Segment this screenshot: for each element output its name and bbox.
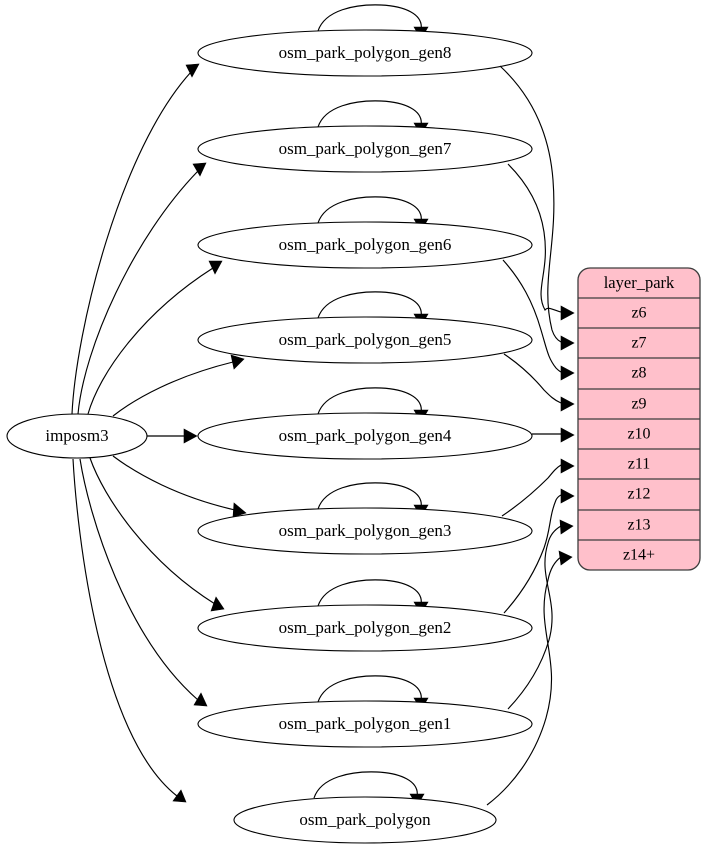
table-ellipse[interactable] — [197, 700, 533, 748]
row-label-z12[interactable]: z12 — [627, 486, 650, 503]
node-imposm3[interactable]: imposm3 — [6, 413, 148, 459]
edges-source-to-tables — [71, 63, 247, 803]
edge-imposm3-to-gen2 — [89, 457, 225, 612]
table-label: osm_park_polygon_gen5 — [279, 330, 452, 349]
node-osm-park-polygon-gen2[interactable]: osm_park_polygon_gen2 — [197, 579, 533, 652]
table-label: osm_park_polygon_gen6 — [279, 235, 452, 254]
table-label: osm_park_polygon_gen1 — [279, 714, 452, 733]
edge-imposm3-to-gen8 — [71, 63, 200, 415]
table-ellipse[interactable] — [197, 412, 533, 460]
node-osm-park-polygon-gen8[interactable]: osm_park_polygon_gen8 — [197, 4, 533, 77]
layer-park-header-label: layer_park — [604, 273, 675, 292]
edge-imposm3-to-gen1 — [79, 458, 208, 707]
edge-gen6-to-z8 — [502, 259, 575, 381]
row-label-z8[interactable]: z8 — [631, 365, 646, 382]
table-label: osm_park_polygon_gen2 — [279, 618, 452, 637]
edge-imposm3-to-osm-park-polygon — [72, 458, 187, 803]
edge-imposm3-to-gen3 — [112, 455, 247, 518]
row-label-z6[interactable]: z6 — [631, 305, 646, 322]
table-ellipse[interactable] — [197, 507, 533, 555]
table-label: osm_park_polygon — [299, 810, 431, 829]
row-label-z14plus[interactable]: z14+ — [623, 547, 655, 564]
table-ellipse[interactable] — [197, 604, 533, 652]
edge-gen1-to-z13 — [507, 519, 574, 710]
table-ellipse[interactable] — [233, 796, 497, 844]
node-osm-park-polygon-gen7[interactable]: osm_park_polygon_gen7 — [197, 100, 533, 173]
table-label: osm_park_polygon_gen3 — [279, 521, 452, 540]
edge-gen5-to-z9 — [503, 353, 575, 412]
edge-gen7-to-z6 — [507, 163, 575, 321]
table-label: osm_park_polygon_gen7 — [279, 139, 452, 158]
edge-imposm3-to-gen4 — [147, 428, 198, 444]
node-osm-park-polygon-gen5[interactable]: osm_park_polygon_gen5 — [197, 291, 533, 364]
node-osm-park-polygon[interactable]: osm_park_polygon — [233, 771, 497, 844]
edge-osm-park-polygon-to-z14plus — [486, 550, 573, 806]
table-label: osm_park_polygon_gen4 — [279, 426, 452, 445]
node-osm-park-polygon-gen3[interactable]: osm_park_polygon_gen3 — [197, 482, 533, 555]
node-layer-park[interactable]: layer_park z6 z7 z8 z9 z10 z11 z12 z13 z… — [577, 267, 701, 571]
node-osm-park-polygon-gen1[interactable]: osm_park_polygon_gen1 — [197, 675, 533, 748]
table-ellipse[interactable] — [197, 125, 533, 173]
edge-imposm3-to-gen5 — [112, 354, 245, 417]
node-osm-park-polygon-gen6[interactable]: osm_park_polygon_gen6 — [197, 196, 533, 269]
edge-gen2-to-z12 — [503, 488, 575, 614]
table-ellipse[interactable] — [197, 29, 533, 77]
row-label-z13[interactable]: z13 — [627, 517, 650, 534]
row-label-z9[interactable]: z9 — [631, 396, 646, 413]
edge-gen3-to-z11 — [501, 458, 575, 517]
table-ellipse[interactable] — [197, 221, 533, 269]
row-label-z10[interactable]: z10 — [627, 426, 650, 443]
row-label-z7[interactable]: z7 — [631, 335, 646, 352]
table-ellipse[interactable] — [197, 316, 533, 364]
edge-gen4-to-z10 — [532, 427, 575, 443]
edge-imposm3-to-gen6 — [87, 260, 223, 415]
edge-gen8-to-z7 — [499, 65, 575, 351]
node-osm-park-polygon-gen4[interactable]: osm_park_polygon_gen4 — [197, 387, 533, 460]
edges-tables-to-layer — [486, 65, 575, 806]
source-label: imposm3 — [45, 426, 108, 445]
edge-imposm3-to-gen7 — [77, 162, 207, 415]
table-label: osm_park_polygon_gen8 — [279, 43, 452, 62]
row-label-z11[interactable]: z11 — [628, 456, 651, 473]
source-ellipse[interactable] — [6, 413, 148, 459]
